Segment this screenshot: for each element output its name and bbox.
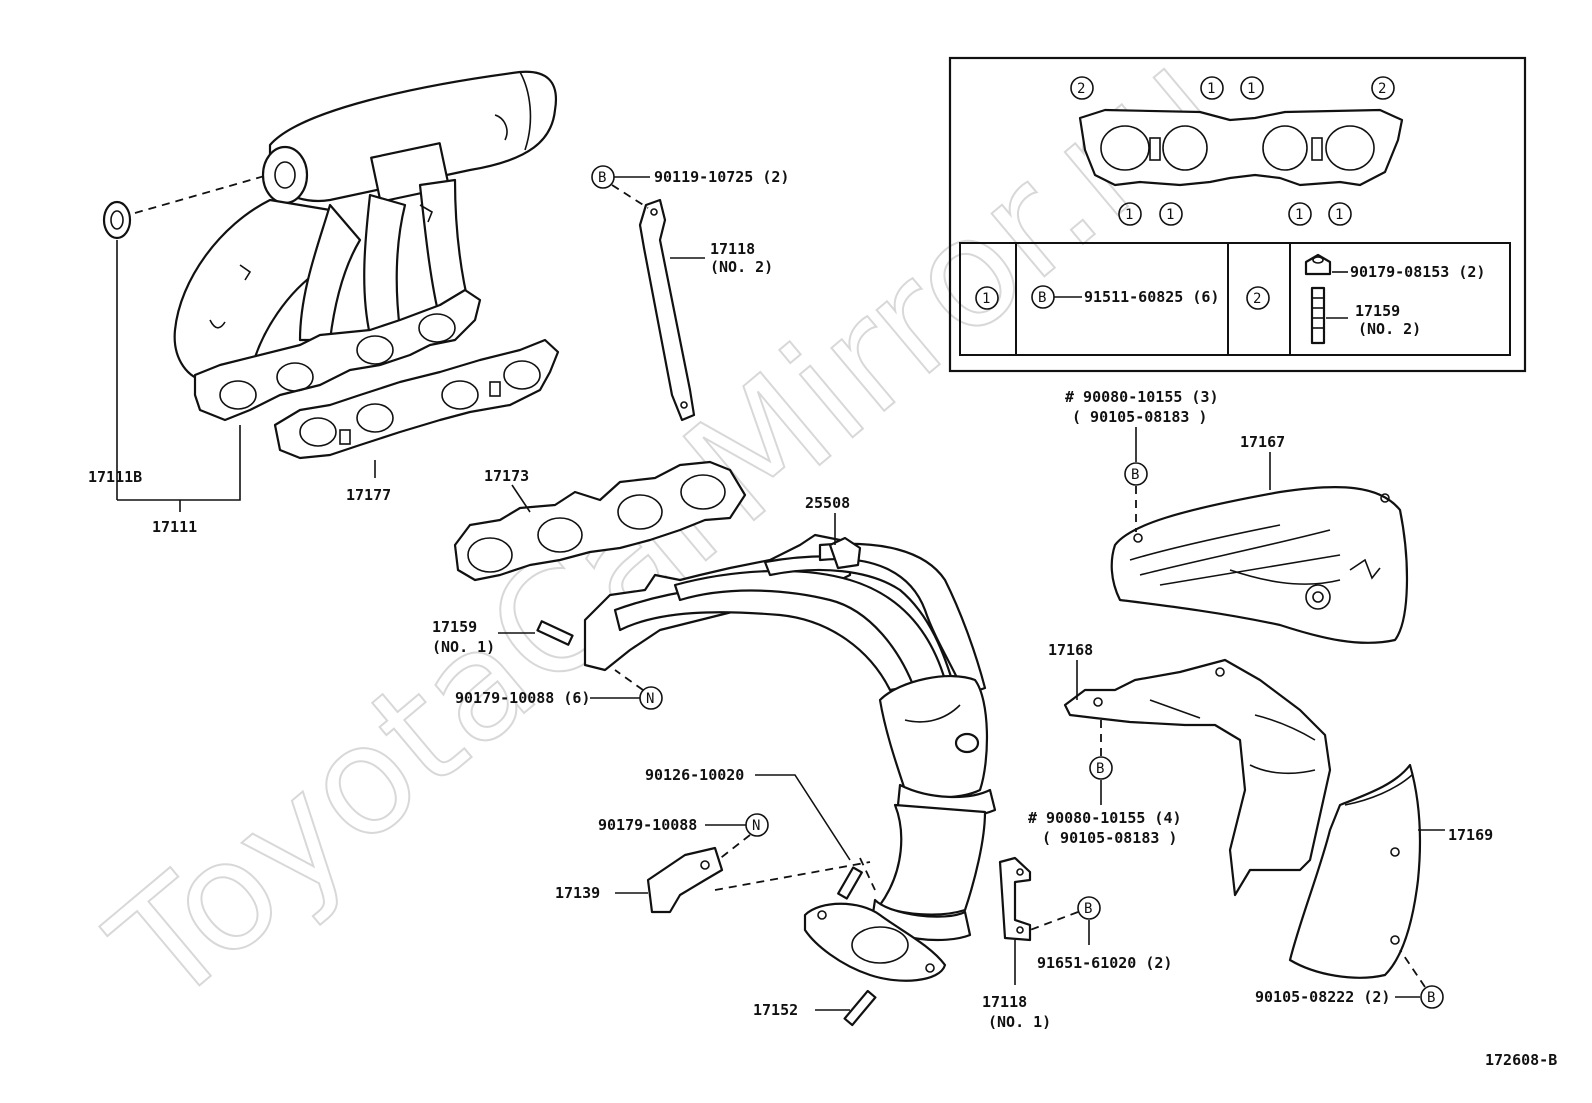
- callout-b3-icon: [1124, 462, 1148, 486]
- label-17169: 17169: [1448, 826, 1493, 844]
- svg-text:B: B: [1427, 990, 1435, 1006]
- manifold-stay-17118-no2: [638, 198, 696, 422]
- inset-row2-part-a: 90179-08153 (2): [1350, 263, 1485, 281]
- label-17152: 17152: [753, 1001, 798, 1019]
- svg-text:2: 2: [1378, 81, 1386, 97]
- manifold-stay-17118-no1: [998, 856, 1032, 942]
- label-17177: 17177: [346, 486, 391, 504]
- inset-callout-1-top-b: [1240, 76, 1264, 100]
- label-91651-61020: 91651-61020 (2): [1037, 954, 1172, 972]
- label-17173: 17173: [484, 467, 529, 485]
- label-90179-10088-6: 90179-10088 (6): [455, 689, 590, 707]
- callout-b2-icon: [1077, 896, 1101, 920]
- svg-text:B: B: [1038, 290, 1046, 306]
- label-90105-08222: 90105-08222 (2): [1255, 988, 1390, 1006]
- callout-b4-icon: [1089, 756, 1113, 780]
- label-17111B: 17111B: [88, 468, 142, 486]
- svg-text:1: 1: [1207, 81, 1215, 97]
- svg-text:1: 1: [1125, 207, 1133, 223]
- label-17159-no1-num: 17159: [432, 618, 477, 636]
- inset-row2-key: 2: [1253, 291, 1261, 307]
- label-90179-10088: 90179-10088: [598, 816, 697, 834]
- diagram-code: 172608-B: [1485, 1051, 1557, 1069]
- inset-box: 2 1 1 2 1 1 1 1 1 B 91511-60825 (6) 2 90…: [948, 56, 1527, 373]
- stud-90126-10020: [837, 866, 863, 900]
- stud-17159-no1: [536, 620, 574, 646]
- label-17118-no2-num: 17118: [710, 240, 755, 258]
- inset-row2-part-b-num: 17159: [1355, 302, 1400, 320]
- exhaust-gasket-17173: [453, 460, 747, 582]
- label-17168: 17168: [1048, 641, 1093, 659]
- label-90119-10725: 90119-10725 (2): [654, 168, 789, 186]
- svg-text:B: B: [1096, 761, 1104, 777]
- label-17118-no1-sub: (NO. 1): [988, 1013, 1051, 1031]
- exhaust-manifold-25508: [583, 533, 997, 982]
- label-17167: 17167: [1240, 433, 1285, 451]
- svg-text:1: 1: [1166, 207, 1174, 223]
- heat-insulator-17168: [1063, 658, 1332, 897]
- label-90080-10155-3: # 90080-10155 (3): [1065, 388, 1219, 406]
- inset-row1-part: 91511-60825 (6): [1084, 288, 1219, 306]
- svg-text:N: N: [752, 818, 760, 834]
- inset-callout-1-bottom-d: [1328, 202, 1352, 226]
- svg-text:1: 1: [1295, 207, 1303, 223]
- heat-insulator-17169: [1288, 763, 1421, 979]
- svg-text:B: B: [1131, 467, 1139, 483]
- intake-manifold-17111: [173, 70, 558, 422]
- bracket-17139: [646, 846, 724, 914]
- gasket-17177: [273, 338, 560, 460]
- inset-callout-1-top-a: [1200, 76, 1224, 100]
- label-90080-10155-4: # 90080-10155 (4): [1028, 809, 1182, 827]
- callout-b-text: B: [598, 170, 606, 186]
- stud-17152: [843, 989, 877, 1027]
- svg-text:1: 1: [1247, 81, 1255, 97]
- inset-callout-2-right: [1371, 76, 1395, 100]
- svg-text:1: 1: [1335, 207, 1343, 223]
- heat-insulator-17167: [1110, 486, 1409, 644]
- inset-callout-1-bottom-b: [1159, 202, 1183, 226]
- label-90105-08183-b: ( 90105-08183 ): [1042, 829, 1177, 847]
- gasket-17111B: [102, 200, 132, 240]
- svg-text:N: N: [646, 691, 654, 707]
- callout-b5-icon: [1420, 985, 1444, 1009]
- inset-row1-key: 1: [982, 291, 990, 307]
- label-17118-no1-num: 17118: [982, 993, 1027, 1011]
- label-90126-10020: 90126-10020: [645, 766, 744, 784]
- svg-text:B: B: [1084, 901, 1092, 917]
- label-17159-no1-sub: (NO. 1): [432, 638, 495, 656]
- inset-callout-1-bottom-a: [1118, 202, 1142, 226]
- label-17118-no2-sub: (NO. 2): [710, 258, 773, 276]
- inset-row2-part-b-sub: (NO. 2): [1358, 320, 1421, 338]
- label-17139: 17139: [555, 884, 600, 902]
- label-17111: 17111: [152, 518, 197, 536]
- svg-text:2: 2: [1077, 81, 1085, 97]
- label-25508: 25508: [805, 494, 850, 512]
- inset-callout-1-bottom-c: [1288, 202, 1312, 226]
- inset-callout-2-left: [1070, 76, 1094, 100]
- label-90105-08183-a: ( 90105-08183 ): [1072, 408, 1207, 426]
